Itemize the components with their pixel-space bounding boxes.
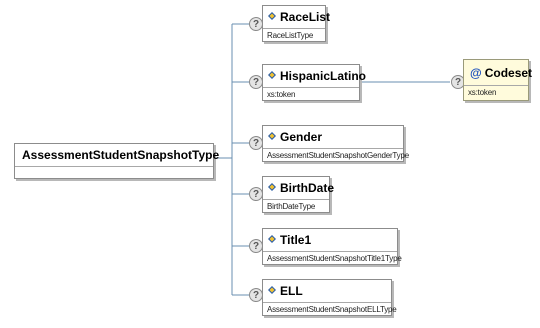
- element-type: xs:token: [267, 90, 296, 99]
- element-name: ELL: [280, 284, 303, 298]
- element-icon: [268, 235, 276, 243]
- element-title-row: Title1: [263, 229, 397, 252]
- element-title-row: BirthDate: [263, 177, 334, 200]
- element-type: AssessmentStudentSnapshotGenderType: [267, 151, 409, 160]
- optional-marker-icon: ?: [249, 75, 263, 89]
- optional-marker-icon: ?: [249, 187, 263, 201]
- optional-marker-icon: ?: [249, 239, 263, 253]
- element-icon: [268, 12, 276, 20]
- element-type: AssessmentStudentSnapshotELLType: [267, 305, 397, 314]
- optional-marker-icon: ?: [249, 288, 263, 302]
- element-name: Title1: [280, 233, 312, 247]
- element-title-row: ELL: [263, 280, 391, 303]
- optional-marker-icon: ?: [249, 17, 263, 31]
- element-title-row: HispanicLatino: [263, 65, 366, 88]
- element-icon: [268, 183, 276, 191]
- attribute-at-icon: @: [470, 65, 482, 80]
- element-node-birthdate[interactable]: BirthDate BirthDateType: [262, 176, 334, 213]
- element-title-row: Gender: [263, 126, 403, 149]
- element-name: BirthDate: [280, 181, 335, 195]
- attribute-node-codeset[interactable]: @ Codeset xs:token: [463, 59, 532, 101]
- element-type: AssessmentStudentSnapshotTitle1Type: [267, 254, 402, 263]
- optional-marker-icon: ?: [249, 136, 263, 150]
- element-name: HispanicLatino: [280, 69, 367, 83]
- element-title-row: RaceList: [263, 6, 330, 29]
- element-node-hispaniclatino[interactable]: HispanicLatino xs:token: [262, 64, 366, 101]
- element-icon: [268, 132, 276, 140]
- element-node-title1[interactable]: Title1 AssessmentStudentSnapshotTitle1Ty…: [262, 228, 402, 265]
- element-type: BirthDateType: [267, 202, 316, 211]
- root-element-node[interactable]: AssessmentStudentSnapshotType: [14, 143, 219, 179]
- root-element-name: AssessmentStudentSnapshotType: [22, 148, 220, 162]
- attribute-name: Codeset: [484, 65, 533, 80]
- element-name: RaceList: [280, 10, 331, 24]
- element-node-gender[interactable]: Gender AssessmentStudentSnapshotGenderTy…: [262, 125, 409, 162]
- element-name: Gender: [280, 130, 323, 144]
- attribute-type: xs:token: [468, 88, 497, 97]
- attribute-title-row: @ Codeset: [464, 60, 532, 86]
- root-title-row: AssessmentStudentSnapshotType: [15, 144, 219, 167]
- element-node-racelist[interactable]: RaceList RaceListType: [262, 5, 330, 42]
- element-icon: [268, 286, 276, 294]
- element-icon: [268, 71, 276, 79]
- element-type: RaceListType: [267, 31, 314, 40]
- element-node-ell[interactable]: ELL AssessmentStudentSnapshotELLType: [262, 279, 397, 316]
